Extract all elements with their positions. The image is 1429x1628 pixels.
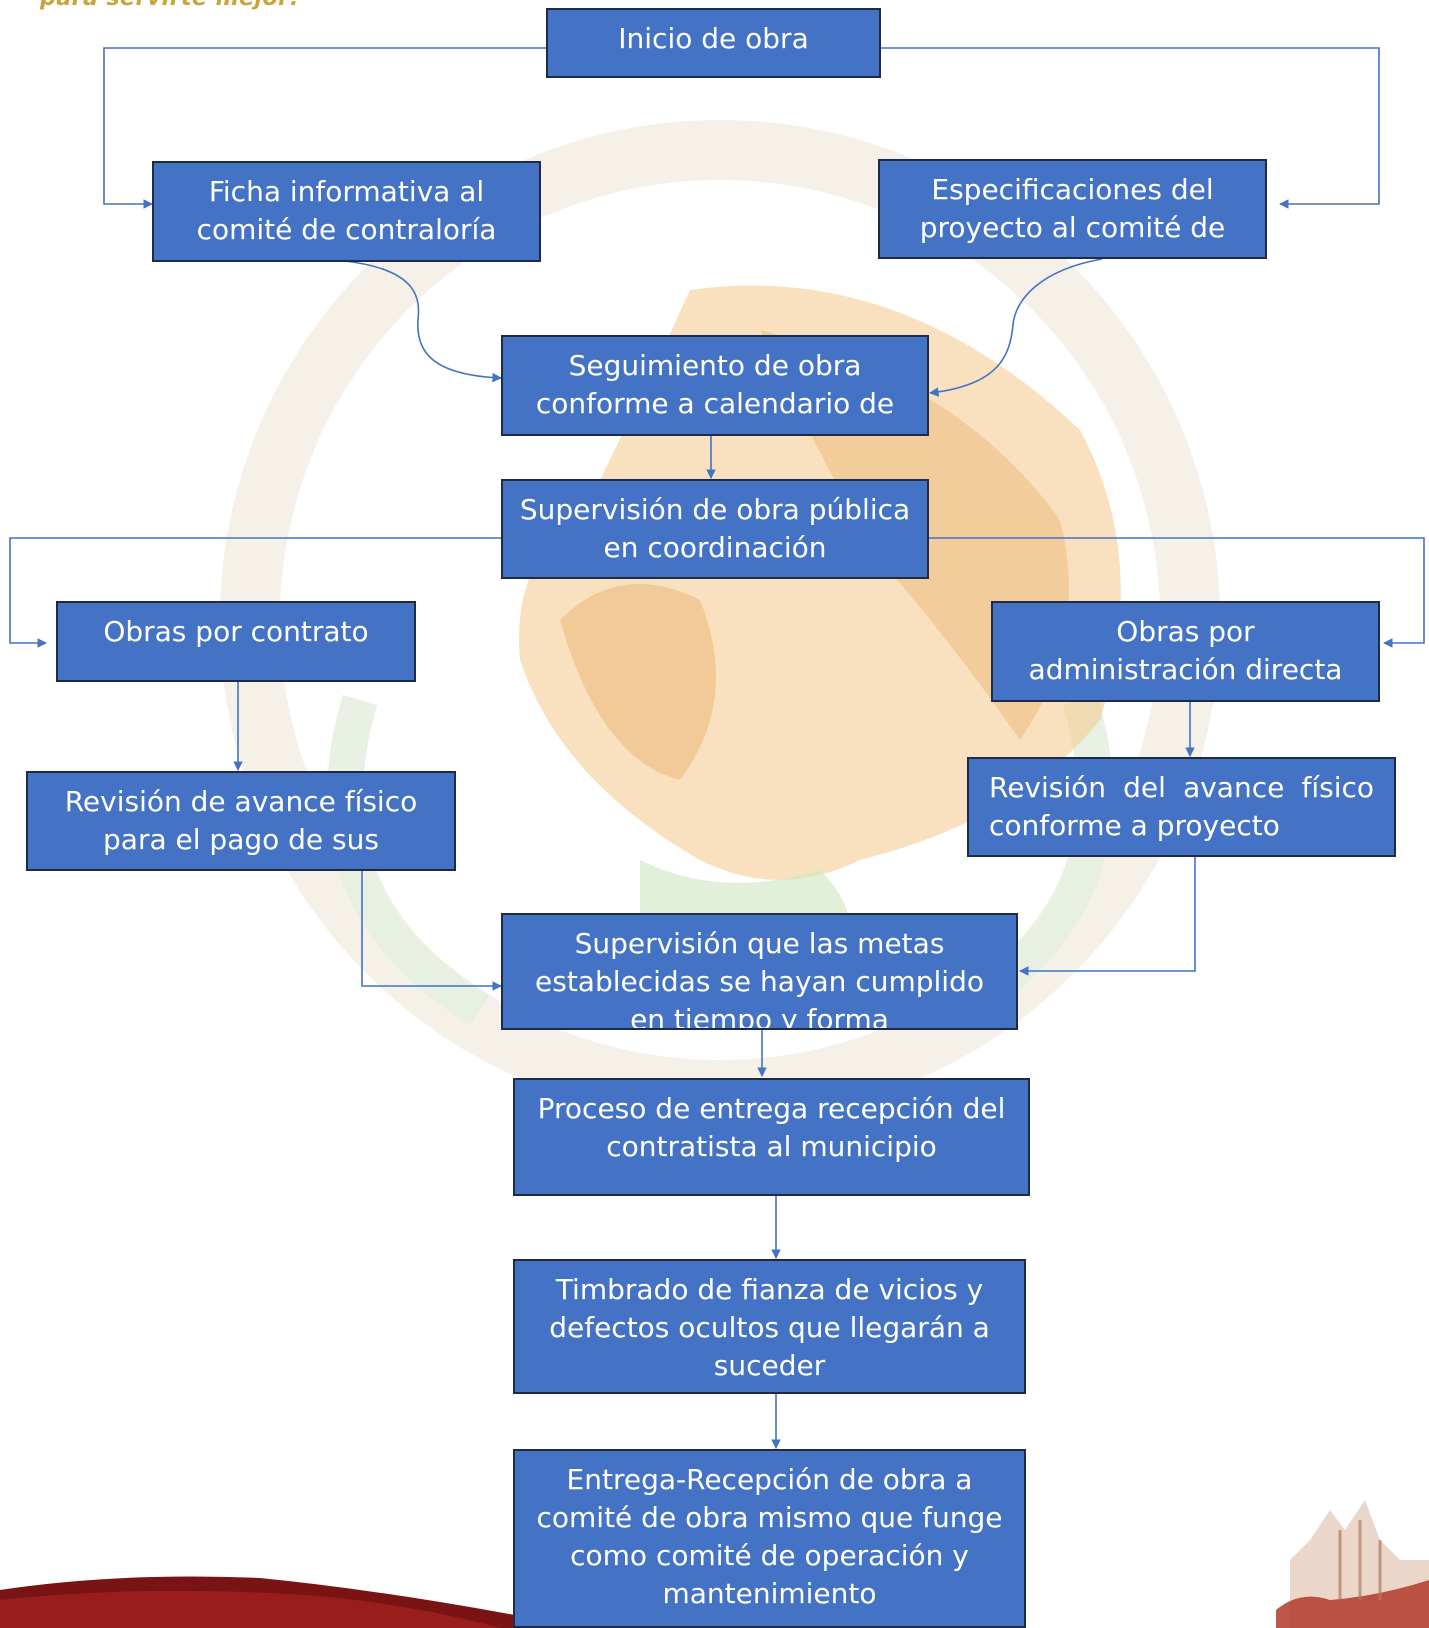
box-inicio-de-obra-text: Inicio de obra <box>618 22 809 55</box>
box-especificaciones-proyecto: Especificaciones del proyecto al comité … <box>878 159 1267 259</box>
box-revision-avance-pago: Revisión de avance físico para el pago d… <box>26 771 456 871</box>
box-revision-avance-proyecto-text: Revisión del avance físico conforme a pr… <box>989 771 1374 842</box>
box-entrega-recepcion-obra-text: Entrega-Recepción de obra a comité de ob… <box>536 1463 1003 1610</box>
box-timbrado-fianza: Timbrado de fianza de vicios y defectos … <box>513 1259 1026 1394</box>
box-obras-por-contrato: Obras por contrato <box>56 601 416 682</box>
box-entrega-recepcion-obra: Entrega-Recepción de obra a comité de ob… <box>513 1449 1026 1628</box>
box-revision-avance-pago-text: Revisión de avance físico para el pago d… <box>64 785 418 856</box>
box-proceso-entrega-recepcion-text: Proceso de entrega recepción del contrat… <box>537 1092 1006 1163</box>
box-obras-administracion-directa: Obras por administración directa <box>991 601 1380 702</box>
header-tagline: para servirte mejor! <box>40 0 300 11</box>
box-obras-por-contrato-text: Obras por contrato <box>103 615 369 648</box>
box-supervision-obra-publica-text: Supervisión de obra pública en coordinac… <box>519 493 911 564</box>
box-obras-administracion-directa-text: Obras por administración directa <box>1028 615 1343 686</box>
box-supervision-metas-text: Supervisión que las metas establecidas s… <box>535 927 984 1030</box>
box-ficha-informativa-text: Ficha informativa al comité de contralor… <box>196 175 497 246</box>
box-ficha-informativa: Ficha informativa al comité de contralor… <box>152 161 541 262</box>
box-revision-avance-proyecto: Revisión del avance físico conforme a pr… <box>967 757 1396 857</box>
box-timbrado-fianza-text: Timbrado de fianza de vicios y defectos … <box>549 1273 990 1382</box>
box-especificaciones-proyecto-text: Especificaciones del proyecto al comité … <box>919 173 1226 244</box>
box-proceso-entrega-recepcion: Proceso de entrega recepción del contrat… <box>513 1078 1030 1196</box>
box-supervision-metas: Supervisión que las metas establecidas s… <box>501 913 1018 1030</box>
box-seguimiento-obra: Seguimiento de obra conforme a calendari… <box>501 335 929 436</box>
box-inicio-de-obra: Inicio de obra <box>546 8 881 78</box>
box-seguimiento-obra-text: Seguimiento de obra conforme a calendari… <box>535 349 895 420</box>
box-supervision-obra-publica: Supervisión de obra pública en coordinac… <box>501 479 929 579</box>
